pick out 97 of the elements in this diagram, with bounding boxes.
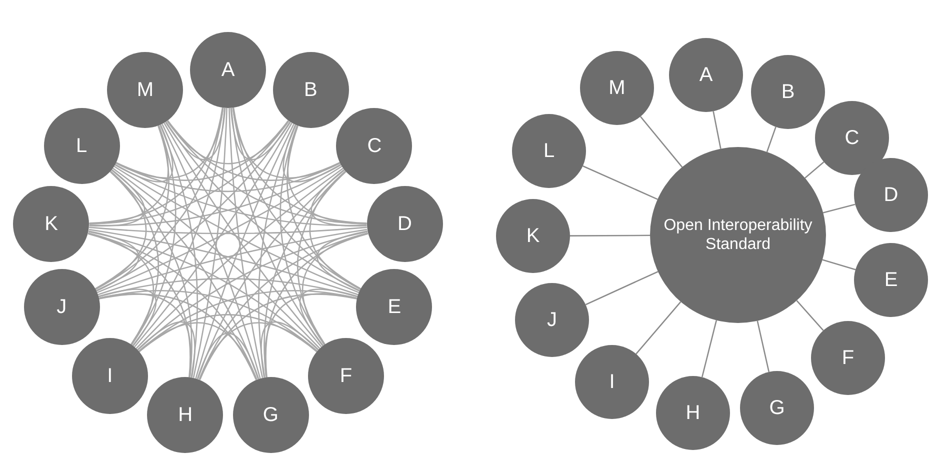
connector-line	[260, 321, 319, 378]
node-label: K	[44, 212, 58, 235]
connector-line	[110, 169, 259, 380]
connector-line	[198, 232, 368, 380]
connector-line	[192, 108, 228, 378]
node-label: B	[304, 79, 318, 102]
connector-line	[96, 122, 291, 292]
node-label: F	[842, 347, 854, 369]
node-label: A	[221, 59, 235, 81]
connector-line	[115, 162, 341, 192]
connector-line	[585, 271, 658, 306]
connector-line	[766, 126, 776, 152]
connector-line	[640, 116, 683, 168]
connector-line	[89, 125, 169, 224]
connector-line	[197, 169, 346, 380]
connector-line	[112, 167, 320, 349]
connector-line	[114, 124, 174, 182]
node-label: D	[884, 184, 898, 206]
connector-line	[131, 125, 176, 346]
connector-line	[115, 120, 289, 181]
connector-line	[230, 108, 324, 346]
connector-line	[701, 320, 718, 378]
connector-line	[165, 108, 226, 160]
connector-line	[310, 168, 367, 226]
connector-line	[109, 170, 159, 345]
connector-line	[196, 332, 260, 380]
connector-line	[164, 122, 322, 348]
node-label: B	[781, 81, 795, 103]
node-label: C	[844, 127, 860, 149]
node-label: I	[609, 371, 615, 393]
node-label: E	[388, 296, 402, 318]
connector-line	[282, 124, 342, 182]
node-label: C	[367, 134, 382, 157]
connector-line	[712, 111, 722, 149]
node-label: M	[608, 77, 626, 99]
connector-line	[316, 230, 368, 292]
node-label: G	[262, 404, 278, 426]
connector-line	[796, 300, 824, 331]
connector-line	[232, 107, 367, 224]
connector-line	[94, 170, 146, 290]
connector-line	[98, 294, 257, 380]
connector-line	[195, 124, 294, 379]
connector-line	[822, 204, 856, 214]
node-label: I	[107, 364, 113, 387]
node-label: L	[543, 140, 555, 162]
connector-line	[132, 108, 226, 346]
connector-line	[165, 122, 360, 292]
connector-line	[98, 278, 358, 298]
connector-line	[94, 126, 170, 290]
connector-line	[822, 259, 856, 270]
connector-line	[167, 120, 341, 181]
connector-line	[297, 170, 347, 345]
connector-line	[280, 125, 325, 346]
connector-line	[89, 107, 224, 224]
connector-line	[88, 230, 319, 350]
node-label: H	[178, 404, 193, 426]
connector-line	[232, 108, 362, 290]
node-label: F	[340, 364, 352, 387]
connector-line	[88, 230, 140, 292]
node-label: M	[136, 79, 154, 102]
connector-line	[258, 124, 296, 378]
connector-line	[160, 124, 198, 378]
connector-line	[138, 314, 318, 352]
node-label: H	[686, 402, 700, 424]
node-label: E	[884, 269, 898, 291]
node-label: J	[56, 296, 67, 318]
connector-line	[199, 294, 358, 380]
connector-line	[230, 108, 291, 160]
node-label: J	[547, 309, 557, 331]
connector-line	[804, 162, 824, 178]
connector-line	[162, 124, 261, 379]
connector-line	[89, 226, 367, 234]
node-label: G	[769, 397, 785, 419]
connector-line	[136, 167, 344, 349]
connector-line	[756, 320, 770, 372]
connector-line	[228, 108, 264, 378]
node-label: K	[526, 225, 540, 247]
node-label: D	[397, 212, 412, 235]
connector-line	[286, 126, 362, 290]
connector-line	[265, 233, 368, 378]
node-label: Open Interoperability Standard	[663, 216, 813, 254]
node-label: L	[76, 134, 88, 157]
connector-line	[89, 164, 342, 226]
connector-line	[114, 164, 367, 226]
connector-line	[134, 122, 292, 348]
connector-line	[137, 230, 368, 350]
connector-line	[582, 165, 658, 200]
connector-line	[310, 170, 362, 290]
node-label: A	[699, 64, 713, 86]
connector-line	[98, 288, 157, 346]
connector-line	[299, 288, 358, 346]
connector-line	[636, 301, 682, 354]
connector-line	[137, 321, 196, 378]
connector-line	[88, 233, 191, 378]
connector-line	[166, 120, 367, 224]
connector-line	[570, 234, 650, 236]
connector-line	[89, 168, 146, 226]
